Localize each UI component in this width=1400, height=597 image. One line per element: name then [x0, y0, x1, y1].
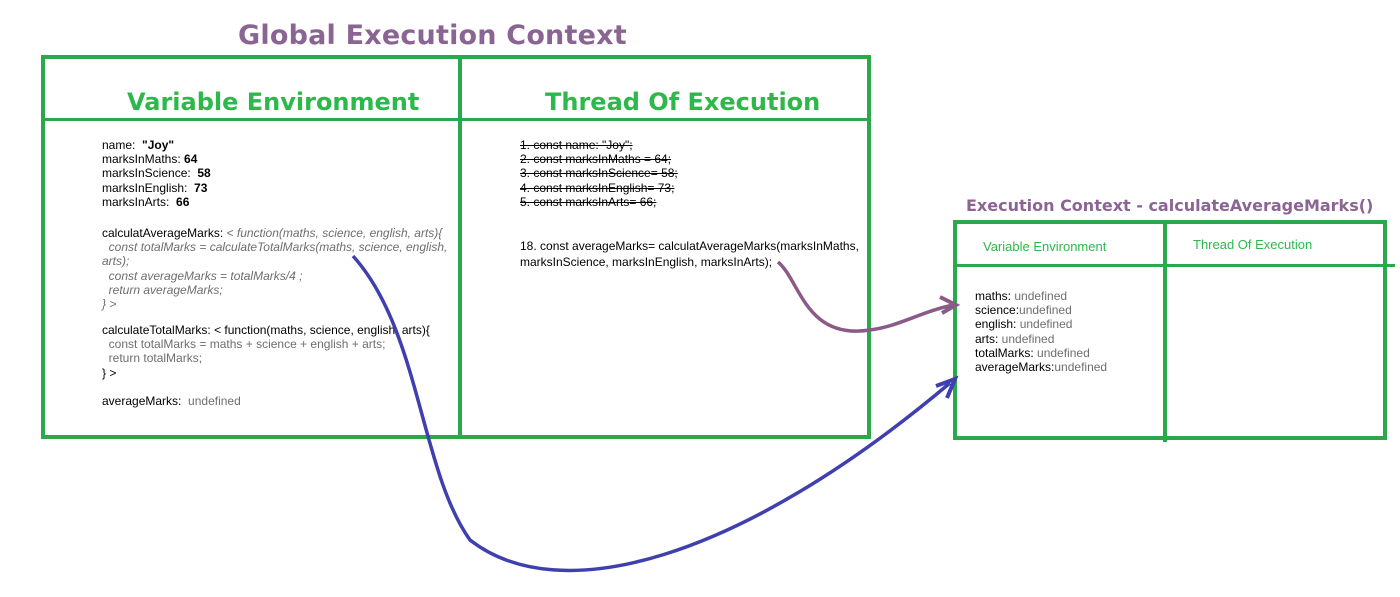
var-row: marksInArts: 66 — [102, 194, 190, 209]
function-thread-of-execution-header: Thread Of Execution — [1193, 237, 1313, 252]
var-row: marksInScience: 58 — [102, 166, 211, 181]
executed-line: 4. const marksInEnglish= 73; — [520, 180, 675, 195]
function-context-title: Execution Context - calculateAverageMark… — [966, 196, 1374, 215]
var-row: maths: undefined — [975, 289, 1068, 303]
var-row: marksInEnglish: 73 — [102, 180, 208, 195]
function-variable-list: maths: undefined science:undefined engli… — [975, 289, 1107, 374]
blue-arrow-head — [935, 375, 959, 399]
function-variable-environment-header: Variable Environment — [983, 239, 1107, 254]
var-row: name: "Joy" — [102, 138, 175, 152]
global-variable-list: name: "Joy" marksInMaths: 64 marksInScie… — [102, 138, 211, 209]
var-row: english: undefined — [975, 317, 1073, 332]
executed-line: 1. const name: "Joy"; — [520, 138, 633, 152]
calculate-average-marks-entry: calculatAverageMarks: < function(maths, … — [102, 226, 448, 311]
variable-environment-header: Variable Environment — [127, 88, 420, 116]
var-row: science:undefined — [975, 303, 1072, 318]
executed-line: 5. const marksInArts= 66; — [520, 194, 657, 209]
var-row: arts: undefined — [975, 331, 1055, 346]
executed-line: 3. const marksInScience= 58; — [520, 166, 678, 181]
blue-arrow — [351, 254, 952, 573]
calculate-total-marks-entry: calculateTotalMarks: < function(maths, s… — [102, 323, 430, 380]
global-context-title: Global Execution Context — [238, 20, 627, 51]
var-row: marksInMaths: 64 — [102, 152, 198, 167]
executed-lines-list: 1. const name: "Joy"; 2. const marksInMa… — [520, 138, 678, 209]
purple-arrow — [776, 260, 954, 333]
var-row: averageMarks:undefined — [975, 359, 1108, 374]
thread-of-execution-header: Thread Of Execution — [545, 88, 821, 116]
var-row: totalMarks: undefined — [975, 345, 1090, 360]
current-line: 18. const averageMarks= calculatAverageM… — [520, 239, 859, 269]
executed-line: 2. const marksInMaths = 64; — [520, 152, 672, 167]
average-marks-entry: averageMarks: undefined — [102, 394, 241, 408]
purple-arrow-head — [939, 295, 961, 315]
